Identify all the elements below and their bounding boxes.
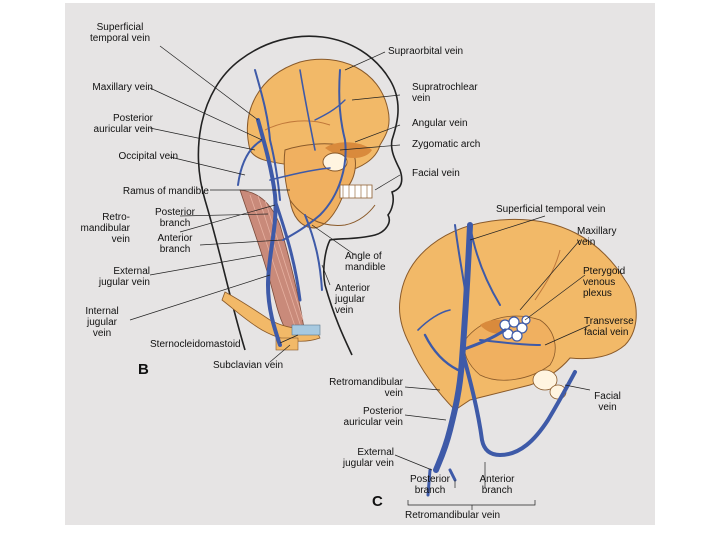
label-b-posterior-branch: Posterior branch [154, 207, 195, 229]
label-b-internal-jugular-vein: Internal jugular vein [85, 306, 119, 339]
label-b-occipital-vein: Occipital vein [118, 151, 178, 162]
label-b-anterior-jugular-vein: Anterior jugular vein [335, 283, 371, 316]
label-c-superficial-temporal-vein: Superficial temporal vein [496, 204, 606, 215]
label-c-anterior-branch: Anterior branch [479, 474, 515, 496]
label-c-facial-vein: Facial vein [594, 391, 621, 413]
label-b-supratrochlear-vein: Supratrochlear vein [412, 82, 478, 104]
panel-label-b: B [138, 361, 149, 378]
label-b-ramus-of-mandible: Ramus of mandible [122, 186, 209, 197]
label-b-retromandibular-vein: Retro- mandibular vein [80, 212, 130, 245]
label-b-zygomatic-arch: Zygomatic arch [412, 139, 481, 150]
label-c-posterior-branch: Posterior branch [409, 474, 450, 496]
label-b-posterior-auricular-vein: Posterior auricular vein [93, 113, 153, 135]
label-b-subclavian-vein: Subclavian vein [213, 360, 284, 371]
label-b-supraorbital-vein: Supraorbital vein [388, 46, 464, 57]
skull-c [399, 218, 637, 411]
label-b-angle-of-mandible: Angle of mandible [345, 251, 386, 273]
leader-lines-c [394, 215, 591, 510]
head-outline [197, 35, 403, 356]
veins-c [417, 222, 577, 497]
label-c-maxillary-vein: Maxillary vein [577, 226, 617, 248]
label-c-transverse-facial-vein: Transverse facial vein [584, 316, 634, 338]
label-b-facial-vein: Facial vein [412, 168, 460, 179]
label-c-retromandibular-vein: Retromandibular vein [329, 377, 403, 399]
label-b-maxillary-vein: Maxillary vein [92, 82, 153, 93]
veins-b [237, 69, 347, 347]
label-c-posterior-auricular-vein: Posterior auricular vein [343, 406, 403, 428]
panel-label-c: C [372, 493, 383, 510]
label-b-superficial-temporal-vein: Superficial temporal vein [89, 22, 151, 44]
label-c-external-jugular-vein: External jugular vein [342, 447, 394, 469]
clavicle-b [221, 291, 321, 351]
label-b-sternocleidomastoid: Sternocleidomastoid [150, 339, 241, 350]
label-b-anterior-branch: Anterior branch [157, 233, 193, 255]
skull-b [246, 58, 390, 229]
leader-lines-b [129, 45, 401, 363]
label-c-pterygoid-venous-plexus: Pterygoid venous plexus [583, 266, 626, 299]
label-b-angular-vein: Angular vein [412, 118, 468, 129]
label-c-retromandibular-vein-bracket: Retromandibular vein [405, 510, 501, 521]
label-b-external-jugular-vein: External jugular vein [98, 266, 150, 288]
